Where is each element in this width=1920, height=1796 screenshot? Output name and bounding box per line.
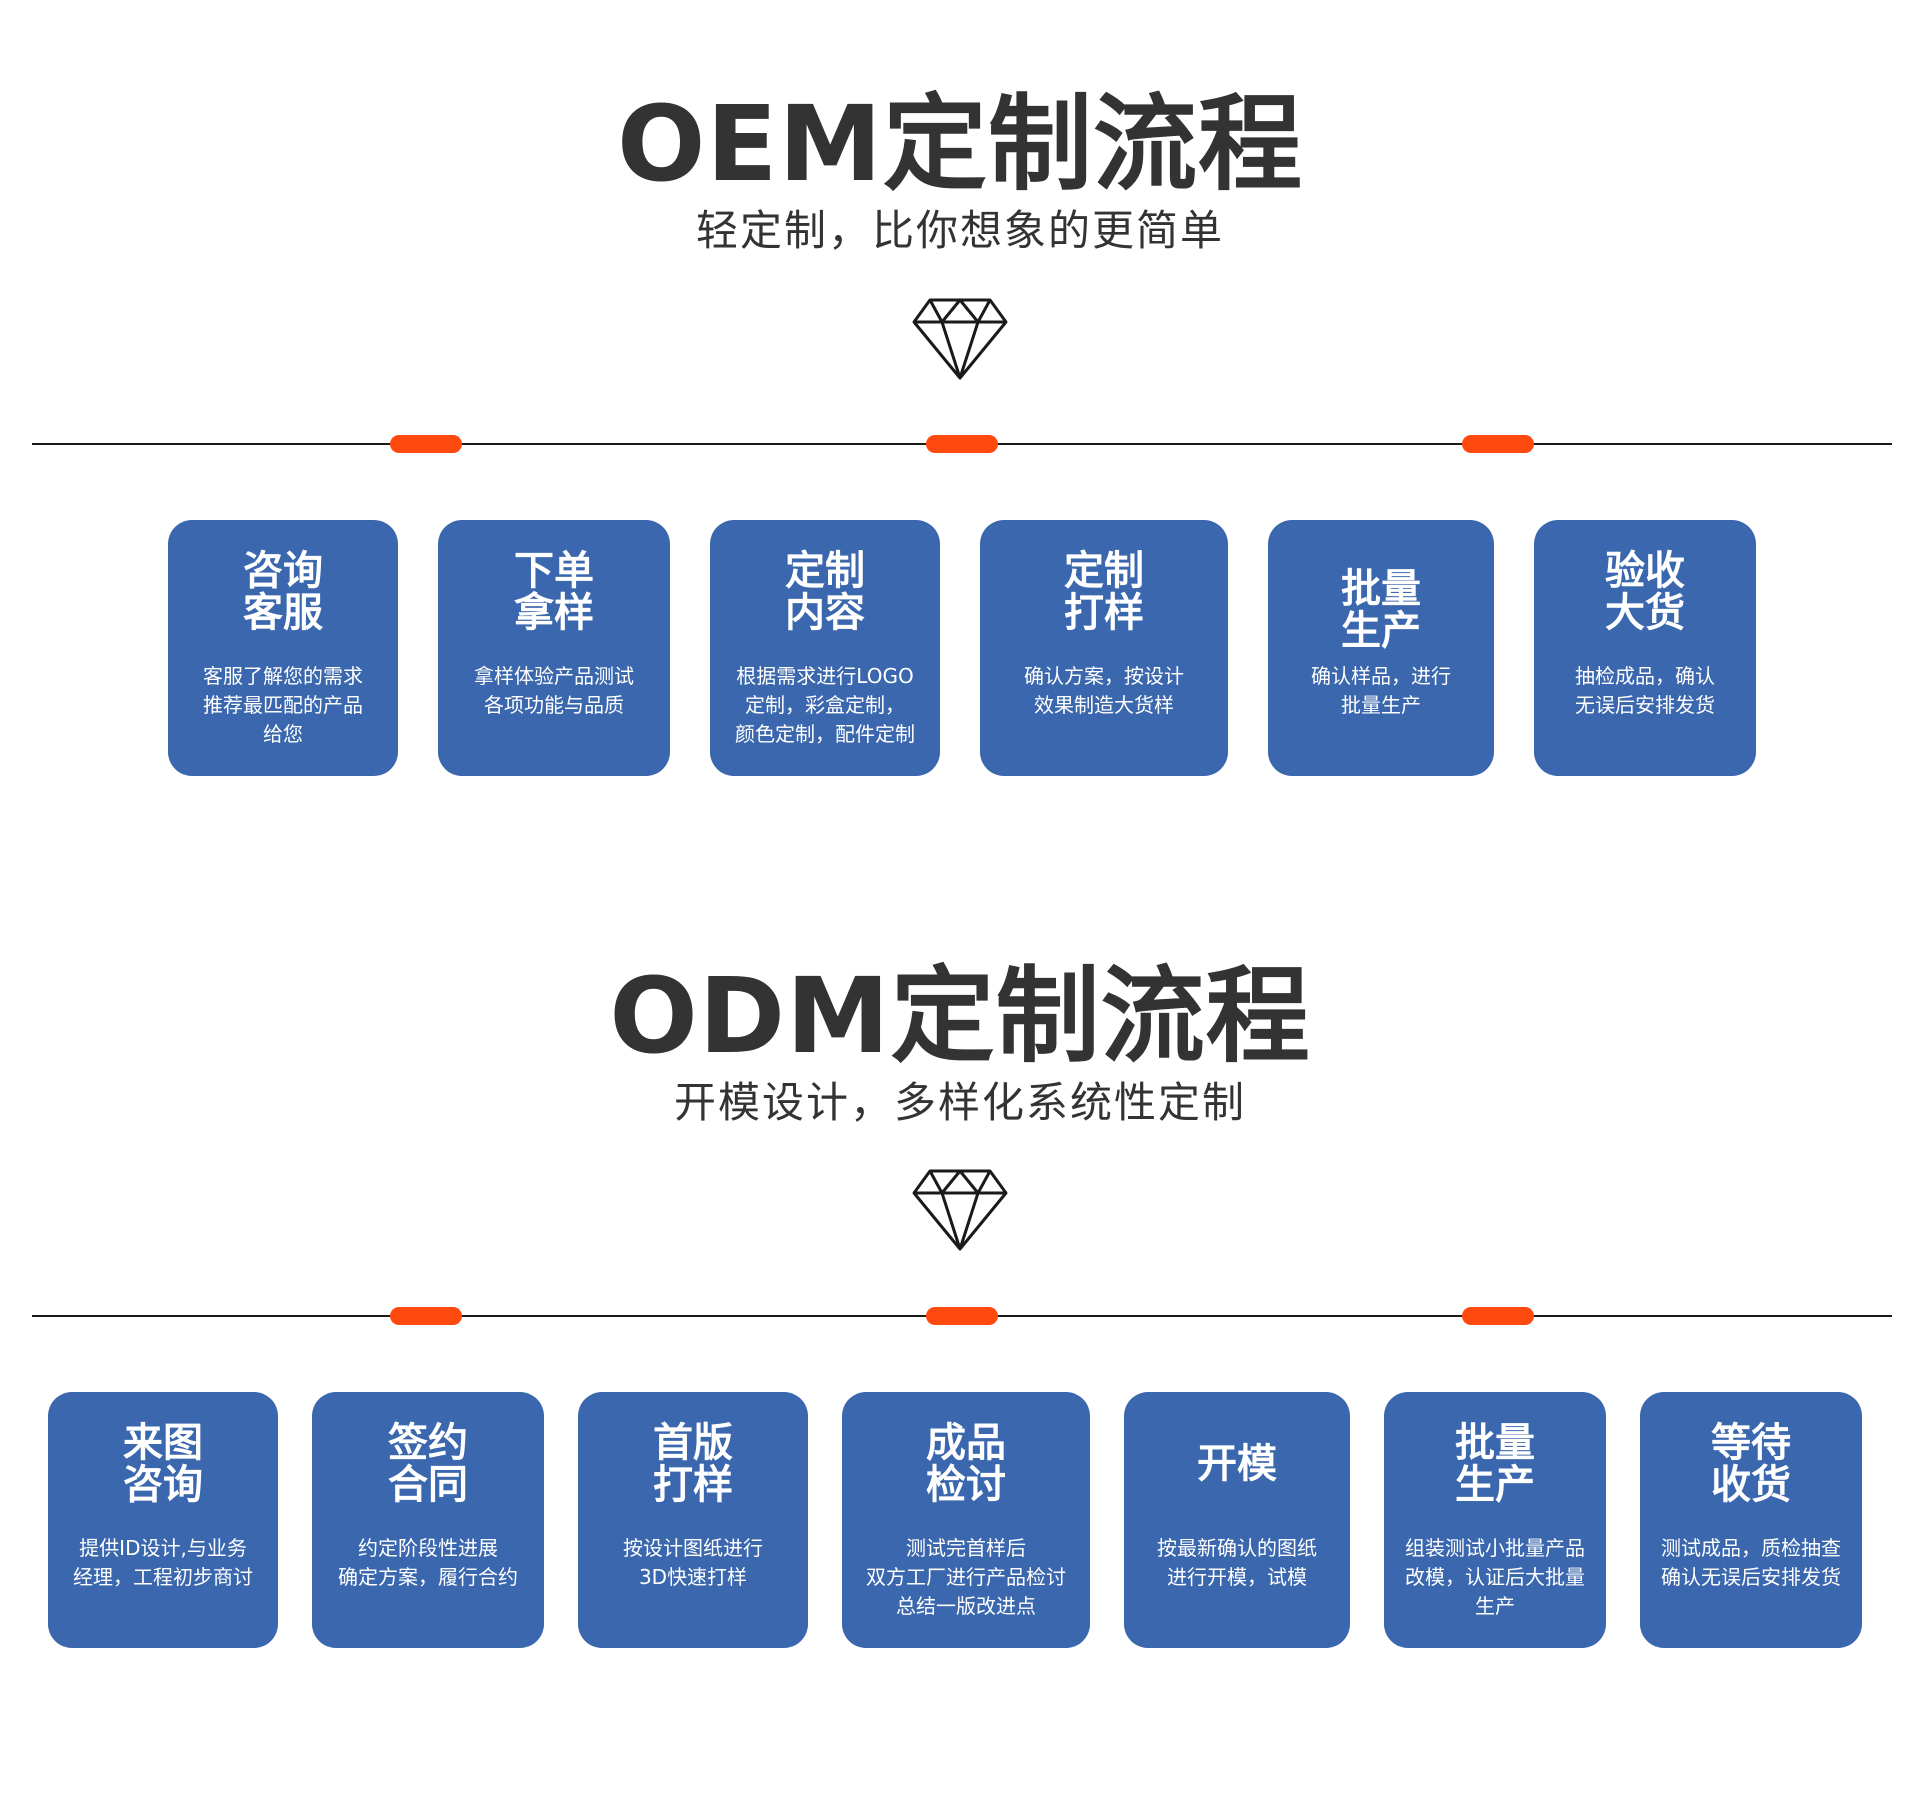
diamond-icon xyxy=(912,1169,1008,1251)
step-description: 确认样品，进行 批量生产 xyxy=(1311,664,1451,717)
step-title: 首版 打样 xyxy=(653,1420,733,1508)
odm-step-card: 开模 按最新确认的图纸 进行开模，试模 xyxy=(1124,1392,1350,1648)
step-title: 验收 大货 xyxy=(1605,548,1685,636)
step-title: 下单 拿样 xyxy=(514,548,594,636)
step-description: 约定阶段性进展 确定方案，履行合约 xyxy=(338,1536,518,1589)
oem-section: OEM定制流程 轻定制，比你想象的更简单 咨询 客服 客服了解您的需求 推荐最匹… xyxy=(0,0,1920,870)
step-description: 确认方案，按设计 效果制造大货样 xyxy=(1024,664,1184,717)
step-description: 按设计图纸进行 3D快速打样 xyxy=(623,1536,763,1589)
step-title: 批量 生产 xyxy=(1341,566,1421,654)
diamond-icon xyxy=(912,298,1008,380)
oem-title: OEM定制流程 xyxy=(617,83,1303,205)
step-description: 按最新确认的图纸 进行开模，试模 xyxy=(1157,1536,1317,1589)
step-title: 咨询 客服 xyxy=(243,548,323,636)
odm-step-card: 首版 打样 按设计图纸进行 3D快速打样 xyxy=(578,1392,808,1648)
timeline-marker xyxy=(390,435,462,453)
oem-step-card: 下单 拿样 拿样体验产品测试 各项功能与品质 xyxy=(438,520,670,776)
step-title: 定制 打样 xyxy=(1064,548,1144,636)
step-description: 客服了解您的需求 推荐最匹配的产品 给您 xyxy=(203,664,363,746)
odm-step-card: 批量 生产 组装测试小批量产品 改模，认证后大批量 生产 xyxy=(1384,1392,1606,1648)
odm-section: ODM定制流程 开模设计，多样化系统性定制 来图 咨询 提供ID设计,与业务 经… xyxy=(0,870,1920,1796)
odm-step-card: 成品 检讨 测试完首样后 双方工厂进行产品检讨 总结一版改进点 xyxy=(842,1392,1090,1648)
odm-title: ODM定制流程 xyxy=(609,955,1311,1077)
oem-subtitle: 轻定制，比你想象的更简单 xyxy=(695,206,1224,255)
oem-step-card: 批量 生产 确认样品，进行 批量生产 xyxy=(1268,520,1494,776)
oem-step-card: 验收 大货 抽检成品，确认 无误后安排发货 xyxy=(1534,520,1756,776)
odm-step-card: 签约 合同 约定阶段性进展 确定方案，履行合约 xyxy=(312,1392,544,1648)
step-title: 成品 检讨 xyxy=(926,1420,1006,1508)
odm-step-card: 来图 咨询 提供ID设计,与业务 经理，工程初步商讨 xyxy=(48,1392,278,1648)
oem-step-card: 定制 内容 根据需求进行LOGO 定制，彩盒定制， 颜色定制，配件定制 xyxy=(710,520,940,776)
timeline-marker xyxy=(1462,435,1534,453)
step-title: 来图 咨询 xyxy=(123,1420,203,1508)
step-title: 定制 内容 xyxy=(785,548,865,636)
step-title: 等待 收货 xyxy=(1711,1420,1791,1508)
timeline-marker xyxy=(926,1307,998,1325)
timeline-marker xyxy=(390,1307,462,1325)
step-description: 组装测试小批量产品 改模，认证后大批量 生产 xyxy=(1405,1536,1585,1618)
timeline-marker xyxy=(926,435,998,453)
oem-step-card: 咨询 客服 客服了解您的需求 推荐最匹配的产品 给您 xyxy=(168,520,398,776)
step-description: 根据需求进行LOGO 定制，彩盒定制， 颜色定制，配件定制 xyxy=(735,664,915,746)
step-title: 批量 生产 xyxy=(1455,1420,1535,1508)
step-description: 测试完首样后 双方工厂进行产品检讨 总结一版改进点 xyxy=(866,1536,1066,1618)
step-description: 抽检成品，确认 无误后安排发货 xyxy=(1575,664,1715,717)
step-description: 拿样体验产品测试 各项功能与品质 xyxy=(474,664,634,717)
step-description: 测试成品，质检抽查 确认无误后安排发货 xyxy=(1661,1536,1841,1589)
step-title: 签约 合同 xyxy=(388,1420,468,1508)
step-title: 开模 xyxy=(1197,1441,1277,1487)
odm-step-card: 等待 收货 测试成品，质检抽查 确认无误后安排发货 xyxy=(1640,1392,1862,1648)
oem-step-card: 定制 打样 确认方案，按设计 效果制造大货样 xyxy=(980,520,1228,776)
timeline-marker xyxy=(1462,1307,1534,1325)
odm-subtitle: 开模设计，多样化系统性定制 xyxy=(673,1078,1246,1127)
step-description: 提供ID设计,与业务 经理，工程初步商讨 xyxy=(73,1536,253,1589)
